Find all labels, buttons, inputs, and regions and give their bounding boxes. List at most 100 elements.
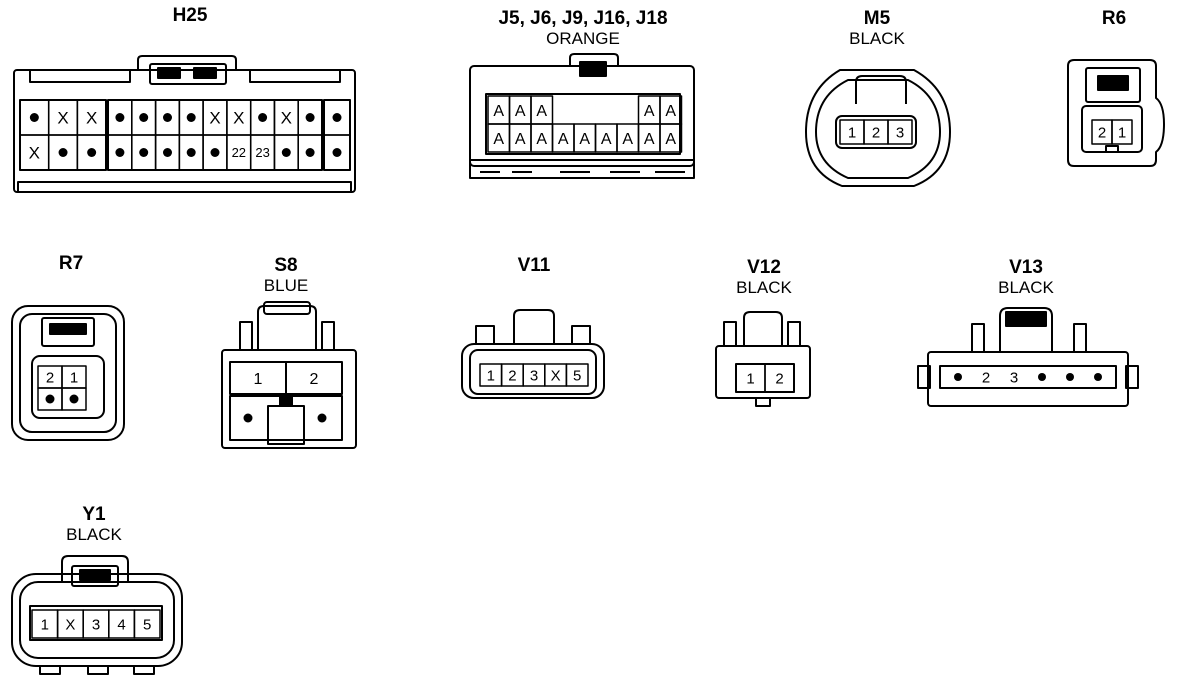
pin-label: X <box>233 109 244 128</box>
pin-cell <box>297 134 323 171</box>
connector-side-clips <box>475 325 591 344</box>
pin-terminal <box>58 148 68 157</box>
pin-cell <box>1111 119 1133 145</box>
pin-label: 2 <box>982 369 990 386</box>
pin-terminal <box>115 113 125 122</box>
connector-label-h25: H25 <box>173 6 208 26</box>
connector-label-y1: Y1 BLACK <box>66 505 122 544</box>
connector-name: H25 <box>172 5 208 26</box>
connector-label-m5: M5 BLACK <box>849 9 905 48</box>
connector-latch <box>61 555 129 582</box>
pin-label: 23 <box>255 145 269 160</box>
connector-name: Y1 <box>82 504 106 525</box>
pin-label: 1 <box>1118 124 1126 141</box>
connector-top-rib <box>29 70 341 83</box>
connector-name: V13 <box>1009 257 1043 278</box>
key-tab <box>755 397 771 407</box>
pin-label: A <box>644 103 655 120</box>
connector-name: J5, J6, J9, J16, J18 <box>498 8 668 29</box>
pin-label: 1 <box>70 369 78 386</box>
pin-terminal <box>1038 373 1046 381</box>
pin-label: A <box>515 131 526 148</box>
connector-latch-tab <box>1005 311 1047 327</box>
connector-latch-window <box>149 63 227 85</box>
pin-label: 5 <box>143 616 151 633</box>
pin-label: 2 <box>1098 124 1106 141</box>
key-tab <box>279 395 293 407</box>
pin-label: A <box>665 103 676 120</box>
key-tab <box>1105 145 1119 153</box>
pin-terminal <box>186 113 196 122</box>
connector-color: BLACK <box>736 278 792 297</box>
connector-color: BLACK <box>66 525 122 544</box>
pin-label: 3 <box>896 124 904 141</box>
pin-terminal <box>281 148 291 157</box>
connector-label-s8: S8 BLUE <box>264 256 308 295</box>
connector-name: M5 <box>863 8 891 29</box>
pin-label: 4 <box>117 616 125 633</box>
connector-housing <box>461 343 605 399</box>
pin-terminal <box>139 148 149 157</box>
pin-terminal <box>1066 373 1074 381</box>
connector-housing-inner <box>19 581 175 659</box>
connector-side-clips <box>723 321 801 346</box>
connector-latch-tab <box>79 569 111 581</box>
pin-terminal <box>1094 373 1102 381</box>
connector-name: V11 <box>517 255 551 276</box>
connector-latch <box>257 305 317 350</box>
pin-label: A <box>493 103 504 120</box>
connector-latch <box>743 311 783 346</box>
connector-housing <box>221 349 357 449</box>
pin-label: 2 <box>872 124 880 141</box>
pin-label: 1 <box>41 616 49 633</box>
connector-housing <box>1067 59 1165 167</box>
connector-feet <box>39 666 155 675</box>
connector-name: R7 <box>58 253 84 274</box>
connector-housing <box>13 69 356 193</box>
pin-terminal <box>29 113 39 122</box>
pin-label: 3 <box>92 616 100 633</box>
key-slot <box>267 405 305 445</box>
pin-cell <box>323 134 351 171</box>
connector-housing <box>927 351 1129 407</box>
pin-block <box>835 115 917 149</box>
connector-base <box>469 159 695 179</box>
connector-latch-window <box>71 565 119 587</box>
pin-label: X <box>29 144 40 163</box>
pin-label: 2 <box>775 370 783 387</box>
connector-color: BLACK <box>849 29 905 48</box>
pin-label: X <box>57 109 68 128</box>
connector-latch-tab <box>157 67 181 79</box>
pin-label: X <box>551 367 561 384</box>
connector-housing-inner <box>19 313 117 433</box>
pin-label: A <box>644 131 655 148</box>
pin-label: A <box>558 131 569 148</box>
connector-latch-tab <box>579 61 607 77</box>
connector-name: S8 <box>274 255 298 276</box>
connector-latch <box>855 75 907 104</box>
pin-label: 1 <box>487 367 495 384</box>
pin-cell <box>887 119 913 145</box>
pin-terminal <box>317 413 327 423</box>
pin-label: A <box>665 131 676 148</box>
connector-housing <box>11 305 125 441</box>
connector-housing <box>715 345 811 399</box>
pin-cell <box>565 363 589 387</box>
connector-label-v13: V13 BLACK <box>998 258 1054 297</box>
pin-cell <box>76 134 107 171</box>
connector-label-r7: R7 <box>59 254 83 274</box>
connector-housing <box>805 69 951 187</box>
connector-color: BLUE <box>263 276 309 295</box>
pin-label: X <box>209 109 220 128</box>
pin-label: 2 <box>508 367 516 384</box>
pin-block <box>29 605 163 641</box>
